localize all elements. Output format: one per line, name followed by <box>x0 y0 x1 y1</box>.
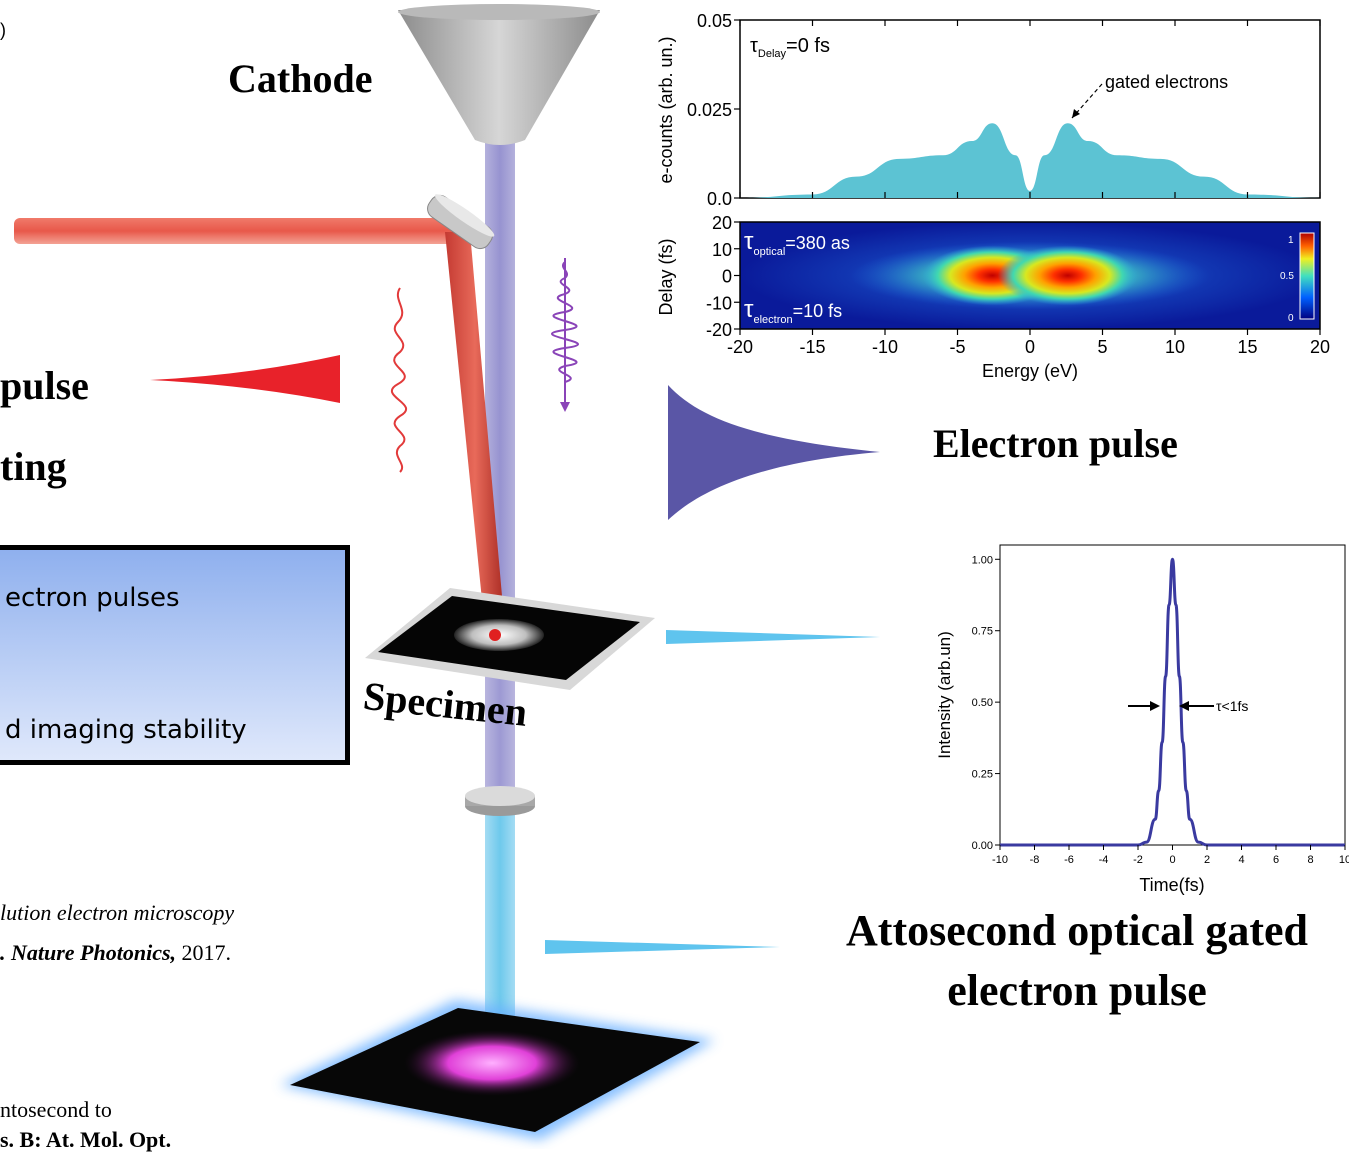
pulse-xtick-label: -4 <box>1099 854 1109 866</box>
heatmap-ytick-label: -20 <box>706 320 732 340</box>
gated-electrons-annotation: gated electrons <box>1105 72 1228 92</box>
spectrum-ytick-label: 0.0 <box>707 189 732 209</box>
heatmap-xtick-label: -20 <box>727 337 753 357</box>
cathode-top <box>398 4 600 20</box>
gated-pulse-title-1: Attosecond optical gated <box>846 906 1308 955</box>
pulse-ytick-label: 0.25 <box>972 769 993 781</box>
heatmap-peak-right <box>997 245 1138 306</box>
cathode-label: Cathode <box>228 56 373 101</box>
citation-1-line-1: lution electron microscopy <box>0 900 235 925</box>
gated-electron-beam <box>485 800 515 1030</box>
pulse-xtick-label: -8 <box>1030 854 1040 866</box>
pulse-ylabel: Intensity (arb.un) <box>935 631 954 759</box>
laser-waveform <box>390 287 408 473</box>
gated-pulse-pointer <box>545 940 780 954</box>
laser-focus-spot <box>489 629 501 641</box>
spectrum-area <box>740 123 1320 198</box>
spectrum-ytick-label: 0.025 <box>687 100 732 120</box>
width-arrowhead-right <box>1179 701 1189 711</box>
pulse-xtick-label: 2 <box>1204 854 1210 866</box>
heatmap-xtick-label: 10 <box>1165 337 1185 357</box>
energy-spectrum-chart: 0.05 0.025 0.0 τDelay=0 fs gated electrons… <box>656 11 1321 209</box>
heatmap-xtick-label: -5 <box>949 337 965 357</box>
lens-top <box>465 786 535 806</box>
citation-2-line-2: s. B: At. Mol. Opt. <box>0 1127 172 1152</box>
electron-pulse-shape <box>668 385 880 520</box>
heatmap-ylabel: Delay (fs) <box>656 238 676 315</box>
pulse-xtick-label: 6 <box>1273 854 1279 866</box>
laser-beam-diagonal <box>445 232 505 630</box>
pulse-width-annotation: τ<1fs <box>1216 698 1248 714</box>
temporal-plot-frame <box>999 544 1346 846</box>
heatmap-xtick-label: 15 <box>1237 337 1257 357</box>
pulse-ytick-label: 0.50 <box>972 697 993 709</box>
corner-paren: ) <box>0 20 6 40</box>
colorbar-tick-0: 0 <box>1288 313 1294 324</box>
heatmap-xlabel: Energy (eV) <box>982 361 1078 381</box>
gated-pulse-title-2: electron pulse <box>947 966 1207 1015</box>
info-box: ectron pulses d imaging stability <box>0 545 350 765</box>
pulse-xtick-label: -10 <box>992 854 1008 866</box>
info-box-line-2: d imaging stability <box>5 715 247 745</box>
pulse-xtick-label: 8 <box>1307 854 1313 866</box>
cathode-icon <box>398 10 600 145</box>
pulse-xtick-label: 4 <box>1238 854 1244 866</box>
pulse-ytick-label: 0.75 <box>972 626 993 638</box>
width-arrowhead-left <box>1150 701 1160 711</box>
pulse-ytick-label: 0.00 <box>972 840 993 852</box>
electron-wavepacket <box>551 258 579 412</box>
spectrum-ylabel: e-counts (arb. un.) <box>656 36 676 183</box>
heatmap-ytick-label: 0 <box>722 267 732 287</box>
spectrum-ytick-label: 0.05 <box>697 11 732 31</box>
colorbar <box>1299 232 1315 320</box>
laser-pulse-shape <box>150 355 340 403</box>
pulse-curve <box>1000 557 1345 847</box>
gated-electrons-arrowhead <box>1072 109 1080 118</box>
specimen-pointer <box>666 630 880 644</box>
heatmap-xtick-label: 20 <box>1310 337 1330 357</box>
citation-1-journal: . Nature Photonics, <box>0 940 177 965</box>
mirror-icon <box>427 194 495 250</box>
tau-delay-annotation: τDelay=0 fs <box>750 35 830 60</box>
pulse-ytick-label: 1.00 <box>972 554 993 566</box>
electron-pulse-label: Electron pulse <box>933 421 1178 466</box>
laser-pulse-label: pulse <box>0 363 89 408</box>
laser-beam-horizontal <box>14 218 454 244</box>
pulse-xtick-label: 0 <box>1169 854 1175 866</box>
gating-label: ting <box>0 444 67 489</box>
heatmap-xtick-label: -10 <box>872 337 898 357</box>
pulse-xtick-label: -2 <box>1133 854 1143 866</box>
heatmap-ytick-label: 10 <box>712 240 732 260</box>
info-box-line-1: ectron pulses <box>5 583 180 613</box>
citation-2-line-1: ntosecond to <box>0 1097 112 1122</box>
pulse-xtick-label: 10 <box>1339 854 1349 866</box>
citation-1-line-2: . Nature Photonics, 2017. <box>0 940 231 966</box>
heatmap-xtick-label: -15 <box>799 337 825 357</box>
heatmap-xtick-label: 0 <box>1025 337 1035 357</box>
pulse-xtick-label: -6 <box>1064 854 1074 866</box>
colorbar-tick-05: 0.5 <box>1280 271 1294 282</box>
colorbar-tick-1: 1 <box>1288 235 1294 246</box>
citation-1-year: 2017. <box>176 940 232 965</box>
heatmap-xtick-label: 5 <box>1097 337 1107 357</box>
heatmap-ytick-label: 20 <box>712 213 732 233</box>
heatmap-ytick-label: -10 <box>706 293 732 313</box>
pulse-xlabel: Time(fs) <box>1139 875 1204 895</box>
detector-spot <box>404 1030 580 1096</box>
delay-energy-heatmap: 1 0.5 0 τoptical=380 as τelectron=10 fs … <box>656 213 1330 381</box>
